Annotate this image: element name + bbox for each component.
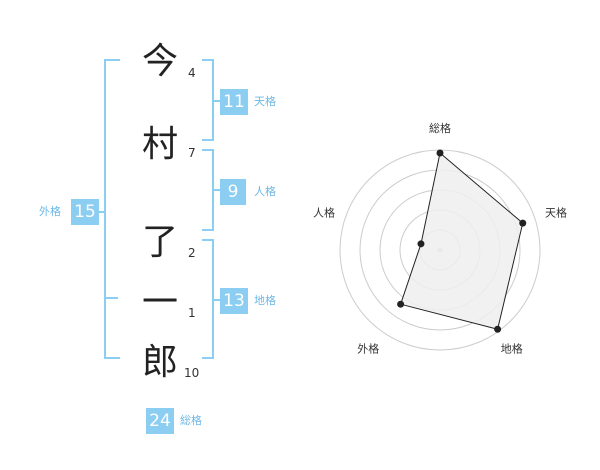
- tenkaku-label: 天格: [254, 95, 276, 108]
- radar-axis-label-5: 人格: [313, 205, 335, 219]
- radar-axis-label-2: 天格: [545, 205, 567, 219]
- gaikaku-label: 外格: [39, 205, 61, 218]
- radar-point-1: [436, 149, 444, 157]
- radar-point-3: [494, 325, 502, 333]
- chikaku-label: 地格: [254, 294, 276, 307]
- name-char-4: 一: [141, 282, 178, 323]
- stroke-count-2: 7: [188, 146, 196, 160]
- name-char-2: 村: [141, 124, 178, 165]
- name-char-1: 今: [141, 41, 178, 82]
- gaikaku-bracket: [104, 59, 120, 359]
- stroke-count-5: 10: [184, 366, 200, 380]
- jinkaku-label: 人格: [254, 185, 276, 198]
- stroke-count-4: 1: [188, 306, 196, 320]
- name-char-5: 郎: [141, 342, 178, 383]
- stroke-count-1: 4: [188, 66, 196, 80]
- soukaku-badge: 24: [146, 408, 174, 434]
- radar-point-5: [417, 240, 425, 248]
- stroke-count-3: 2: [188, 246, 196, 260]
- tenkaku-badge: 11: [220, 89, 248, 115]
- radar-series-polygon: [399, 152, 524, 330]
- gaikaku-badge: 15: [71, 199, 99, 225]
- name-char-3: 了: [141, 222, 178, 263]
- soukaku-label: 総格: [180, 414, 202, 427]
- radar-axis-label-1: 総格: [429, 121, 451, 135]
- jinkaku-badge: 9: [220, 179, 246, 205]
- chikaku-badge: 13: [220, 288, 248, 314]
- radar-point-2: [519, 219, 527, 227]
- radar-axis-label-4: 外格: [357, 342, 379, 356]
- radar-axis-label-3: 地格: [501, 342, 523, 356]
- radar-point-4: [397, 300, 405, 308]
